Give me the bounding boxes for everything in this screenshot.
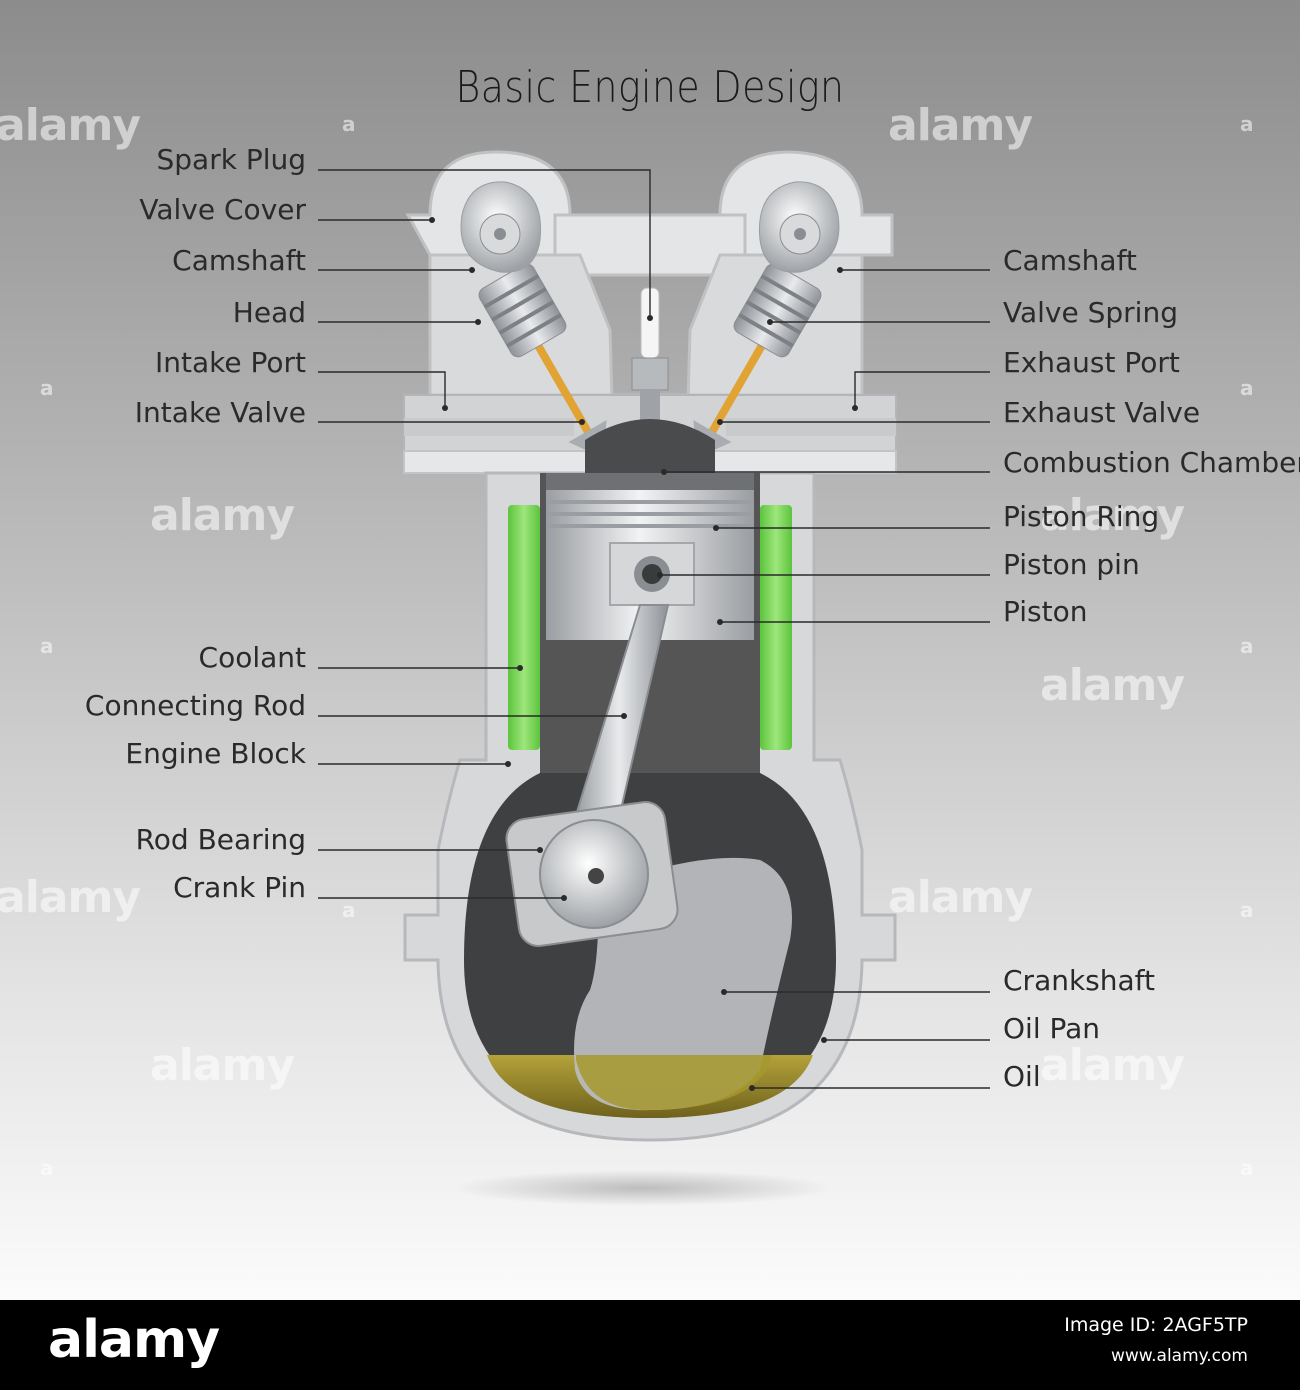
footer-image-id: Image ID: 2AGF5TP: [1064, 1314, 1248, 1336]
crankshaft-counterweight-oil: [576, 1055, 772, 1111]
label-coolant: Coolant: [198, 641, 306, 674]
floor-shadow: [452, 1170, 832, 1206]
watermark: alamy: [0, 872, 141, 923]
watermark-mark: a: [1240, 1156, 1254, 1180]
label-oil-pan: Oil Pan: [1003, 1012, 1101, 1045]
label-oil: Oil: [1003, 1060, 1041, 1093]
leader-lines: [318, 169, 990, 1089]
exhaust-valve-assembly: [693, 263, 822, 450]
label-combustion-chamber: Combustion Chamber: [1003, 446, 1300, 479]
label-connecting-rod: Connecting Rod: [84, 689, 306, 722]
watermark-mark: a: [1240, 112, 1254, 136]
watermark: alamy: [888, 872, 1033, 923]
watermark: alamy: [888, 100, 1033, 151]
label-piston-pin: Piston pin: [1003, 548, 1140, 581]
watermark: alamy: [1040, 490, 1185, 541]
intake-port-channel: [404, 418, 574, 436]
diagram-title: Basic Engine Design: [455, 62, 845, 113]
label-exhaust-port: Exhaust Port: [1003, 346, 1180, 379]
watermark: alamy: [1040, 1040, 1185, 1091]
label-valve-cover: Valve Cover: [139, 193, 306, 226]
camshaft-intake: [460, 181, 542, 273]
label-exhaust-valve: Exhaust Valve: [1003, 396, 1201, 429]
watermark: alamy: [1040, 660, 1185, 711]
label-camshaft-left: Camshaft: [172, 244, 306, 277]
label-intake-port: Intake Port: [155, 346, 306, 379]
watermark-mark: a: [40, 376, 54, 400]
watermark: alamy: [150, 490, 295, 541]
label-spark-plug: Spark Plug: [156, 143, 306, 176]
label-crank-pin: Crank Pin: [173, 871, 306, 904]
diagram-canvas: alamy a alamy a alamy alamy a a a a alam…: [0, 0, 1300, 1300]
label-piston-ring: Piston Ring: [1003, 500, 1160, 533]
watermark-mark: a: [40, 634, 54, 658]
engine-cutaway-illustration: [318, 150, 990, 1206]
leader-dots: [429, 217, 858, 1091]
leader-intake-port: [318, 371, 446, 408]
label-engine-block: Engine Block: [125, 737, 306, 770]
label-crankshaft: Crankshaft: [1003, 964, 1156, 997]
label-piston: Piston: [1003, 595, 1088, 628]
leader-exhaust-port: [854, 371, 990, 408]
label-head: Head: [232, 296, 306, 329]
label-rod-bearing: Rod Bearing: [135, 823, 306, 856]
label-camshaft-right: Camshaft: [1003, 244, 1137, 277]
watermark: alamy: [0, 100, 141, 151]
watermark-mark: a: [40, 1156, 54, 1180]
footer-bar: alamy Image ID: 2AGF5TP www.alamy.com: [0, 1300, 1300, 1390]
coolant-jacket-right: [760, 505, 792, 750]
coolant-jacket-left: [508, 505, 540, 750]
piston-group: [546, 473, 754, 640]
exhaust-port-channel: [726, 418, 896, 436]
watermark-mark: a: [342, 898, 356, 922]
footer-url[interactable]: www.alamy.com: [1110, 1346, 1248, 1366]
watermark: alamy: [150, 1040, 295, 1091]
footer-logo[interactable]: alamy: [48, 1310, 220, 1370]
watermark-mark: a: [1240, 376, 1254, 400]
label-intake-valve: Intake Valve: [134, 396, 306, 429]
watermark-mark: a: [1240, 898, 1254, 922]
watermark-mark: a: [1240, 634, 1254, 658]
watermark-mark: a: [342, 112, 356, 136]
leader-spark-plug: [318, 169, 651, 318]
label-valve-spring: Valve Spring: [1003, 296, 1178, 329]
combustion-chamber: [585, 419, 715, 473]
intake-valve-assembly: [478, 263, 607, 450]
camshaft-exhaust: [758, 181, 840, 273]
